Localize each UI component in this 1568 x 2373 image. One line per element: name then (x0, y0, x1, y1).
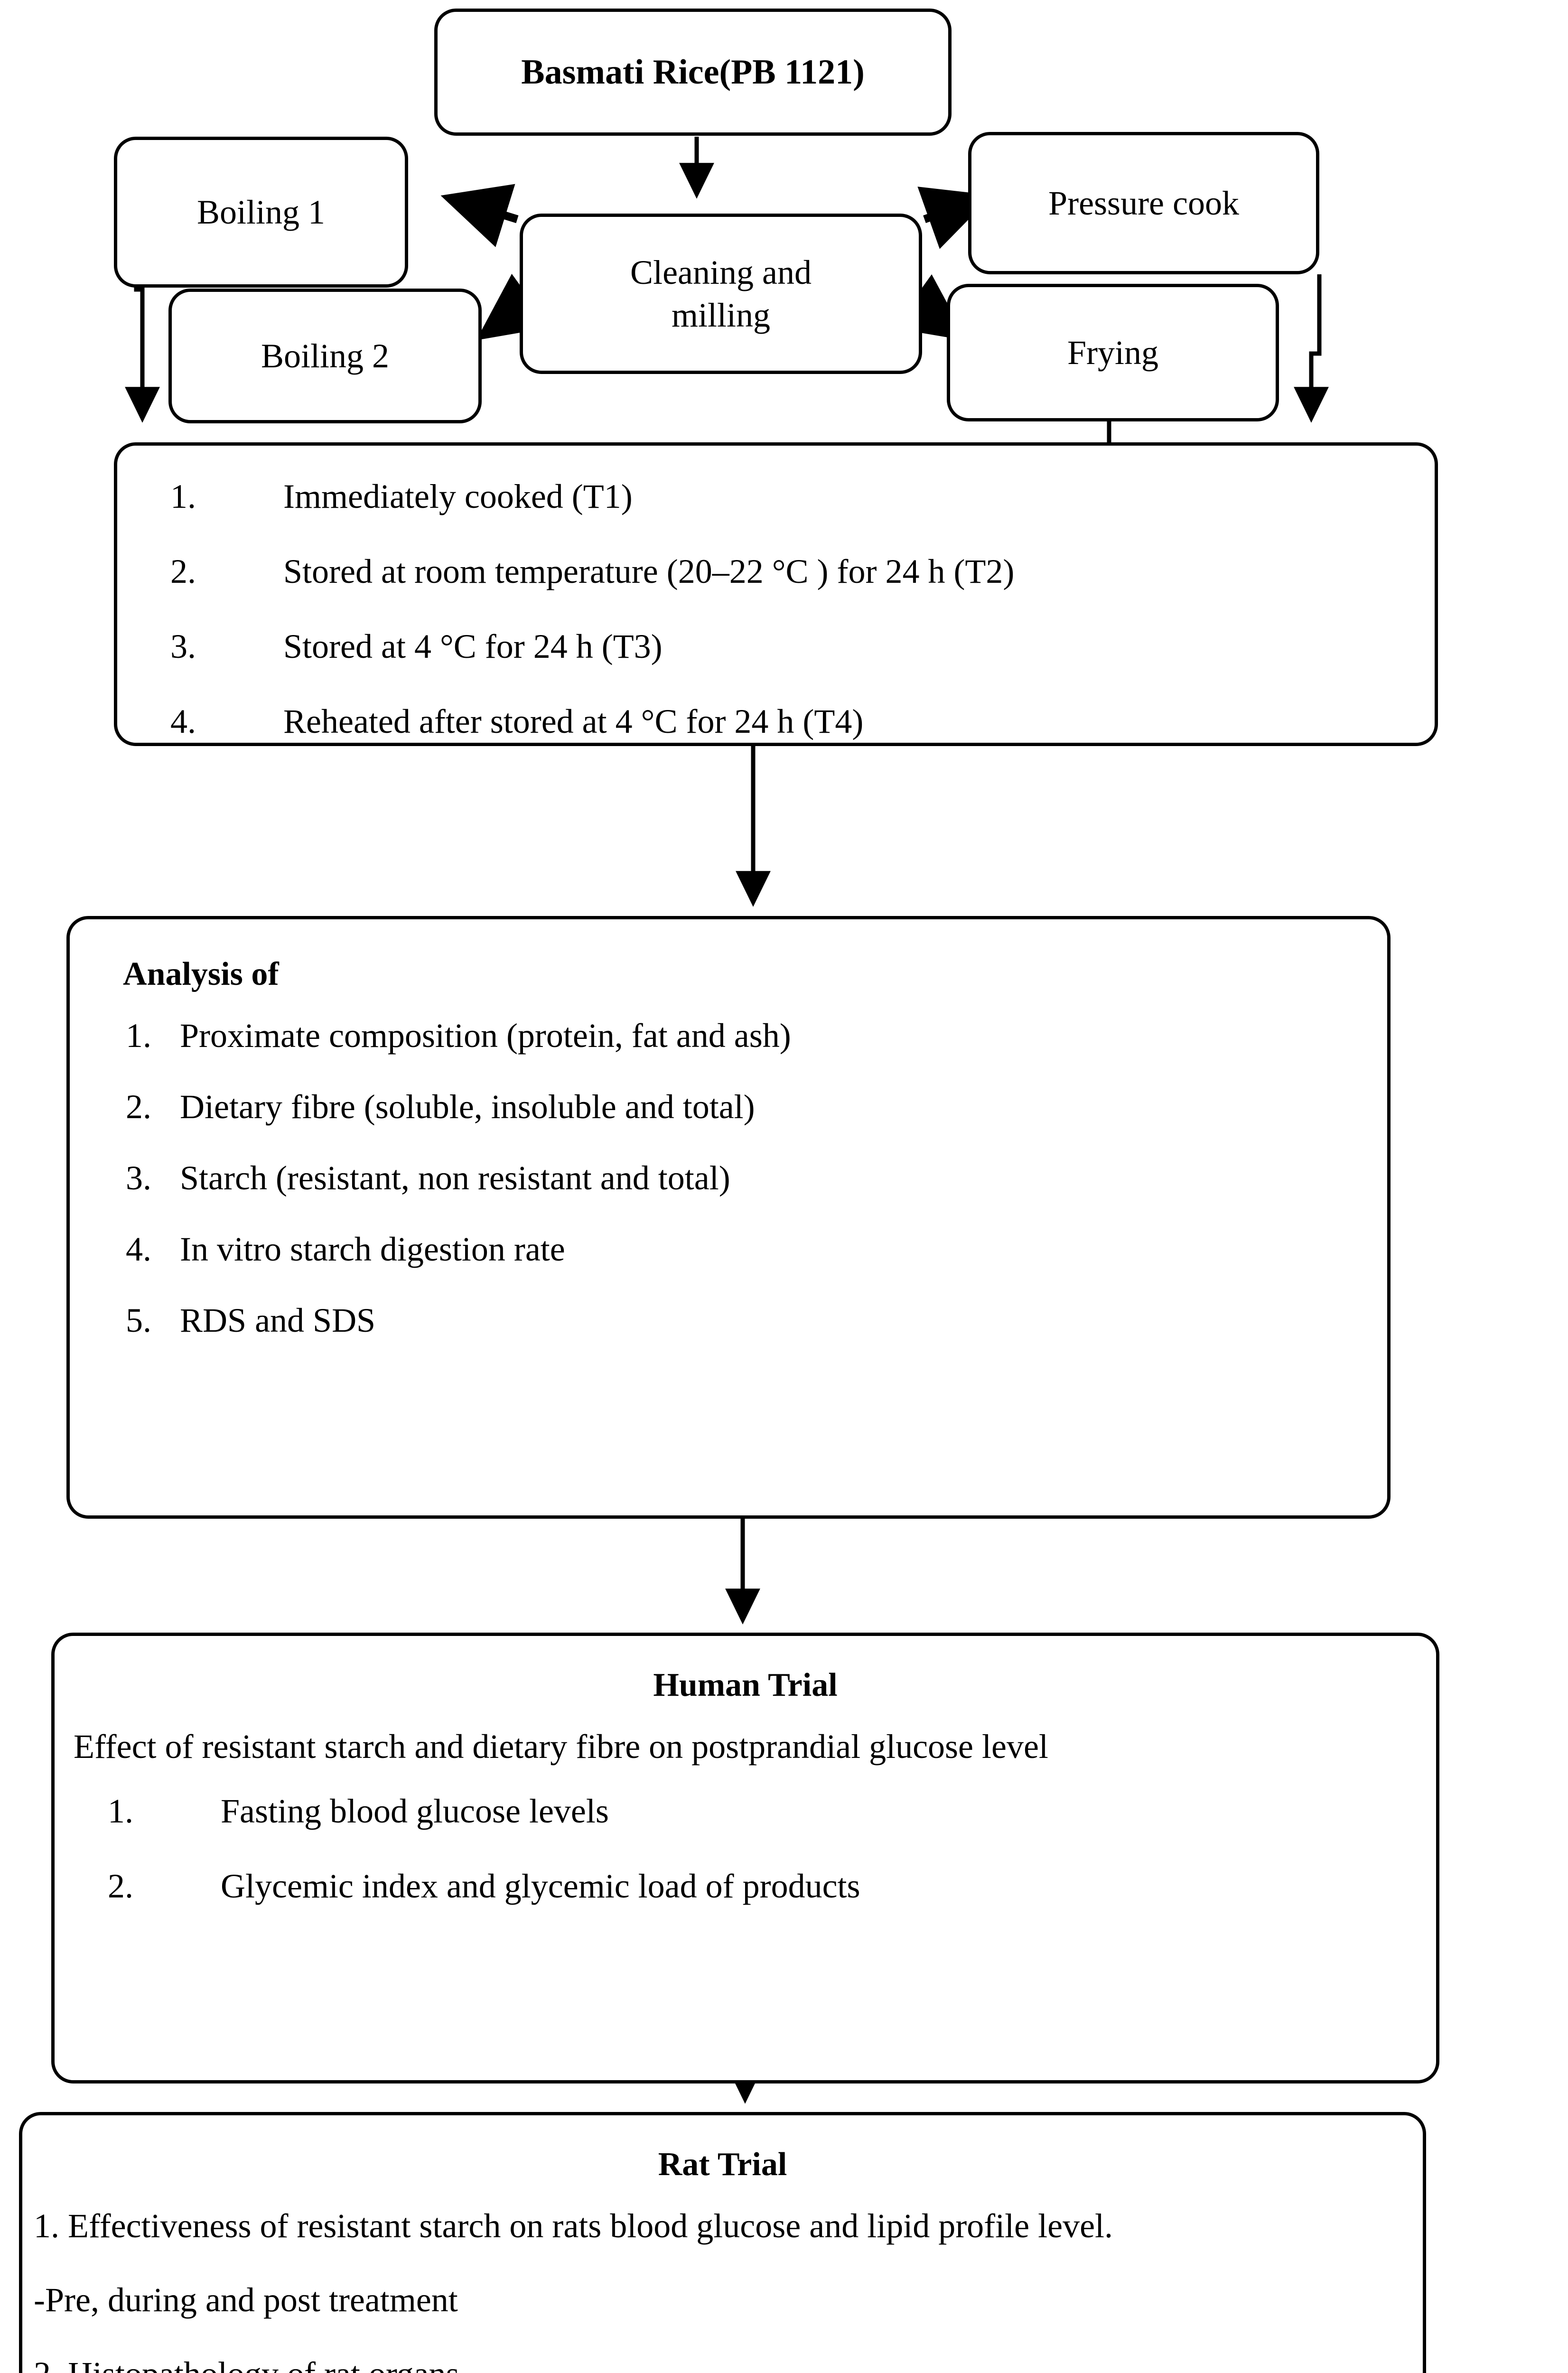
human-trial-heading: Human Trial (653, 1667, 838, 1703)
list-text: Immediately cooked (T1) (283, 477, 633, 515)
rat-trial-lines: 1. Effectiveness of resistant starch on … (22, 2205, 1423, 2373)
list-marker: 2. (126, 1087, 151, 1126)
panel-rat-trial[interactable]: Rat Trial 1. Effectiveness of resistant … (19, 2112, 1426, 2373)
node-boiling-1-label: Boiling 1 (196, 193, 326, 231)
list-text: Glycemic index and glycemic load of prod… (221, 1867, 860, 1905)
list-text: Fasting blood glucose levels (221, 1792, 609, 1830)
list-marker: 5. (126, 1301, 151, 1339)
list-item: 2. Glycemic index and glycemic load of p… (55, 1865, 1436, 1907)
list-text: In vitro starch digestion rate (180, 1230, 565, 1268)
node-pressure-cook[interactable]: Pressure cook (968, 132, 1319, 274)
list-item: 2. Stored at room temperature (20–22 °C … (117, 550, 1435, 593)
rat-trial-line: 2. Histopathology of rat organs (34, 2353, 1423, 2373)
list-item: 3. Stored at 4 °C for 24 h (T3) (117, 625, 1435, 668)
list-text: Dietary fibre (soluble, insoluble and to… (180, 1087, 755, 1126)
list-item: 4. Reheated after stored at 4 °C for 24 … (117, 700, 1435, 743)
panel-human-trial[interactable]: Human Trial Effect of resistant starch a… (51, 1633, 1439, 2083)
list-marker: 1. (170, 477, 196, 515)
treatments-list: 1. Immediately cooked (T1) 2. Stored at … (117, 475, 1435, 743)
analysis-list: 1. Proximate composition (protein, fat a… (70, 1014, 1387, 1342)
list-item: 3. Starch (resistant, non resistant and … (70, 1157, 1387, 1199)
list-item: 1. Fasting blood glucose levels (55, 1790, 1436, 1832)
list-text: Stored at room temperature (20–22 °C ) f… (283, 552, 1015, 590)
node-cleaning-and-milling-label: Cleaning and milling (630, 253, 812, 334)
list-item: 1. Proximate composition (protein, fat a… (70, 1014, 1387, 1057)
node-boiling-2-label: Boiling 2 (261, 337, 390, 375)
node-basmati-rice-label: Basmati Rice(PB 1121) (521, 52, 865, 92)
list-marker: 3. (170, 627, 196, 665)
human-trial-list: 1. Fasting blood glucose levels 2. Glyce… (55, 1790, 1436, 1907)
node-basmati-rice[interactable]: Basmati Rice(PB 1121) (434, 9, 952, 136)
list-item: 1. Immediately cooked (T1) (117, 475, 1435, 518)
list-text: Stored at 4 °C for 24 h (T3) (283, 627, 663, 665)
rat-trial-line: -Pre, during and post treatment (34, 2280, 458, 2319)
node-boiling-1[interactable]: Boiling 1 (114, 137, 408, 288)
rat-trial-line: 1. Effectiveness of resistant starch on … (34, 2206, 1113, 2245)
analysis-heading: Analysis of (123, 956, 279, 992)
list-marker: 2. (108, 1867, 133, 1905)
list-marker: 4. (126, 1230, 151, 1268)
list-text: RDS and SDS (180, 1301, 376, 1339)
list-text: Starch (resistant, non resistant and tot… (180, 1158, 730, 1197)
human-trial-lead: Effect of resistant starch and dietary f… (74, 1727, 1048, 1766)
list-item: 4. In vitro starch digestion rate (70, 1228, 1387, 1271)
connector-pressure-cook-to-treatments (1294, 274, 1329, 423)
list-marker: 1. (126, 1016, 151, 1055)
node-frying[interactable]: Frying (947, 284, 1279, 421)
list-text: Reheated after stored at 4 °C for 24 h (… (283, 702, 864, 740)
rat-trial-heading: Rat Trial (658, 2146, 787, 2183)
panel-treatments[interactable]: 1. Immediately cooked (T1) 2. Stored at … (114, 442, 1438, 746)
node-pressure-cook-label: Pressure cook (1048, 184, 1239, 222)
list-marker: 2. (170, 552, 196, 590)
list-item: 5. RDS and SDS (70, 1299, 1387, 1342)
node-boiling-2[interactable]: Boiling 2 (168, 289, 482, 423)
list-text: Proximate composition (protein, fat and … (180, 1016, 791, 1055)
list-marker: 1. (108, 1792, 133, 1830)
list-marker: 4. (170, 702, 196, 740)
panel-analysis[interactable]: Analysis of 1. Proximate composition (pr… (66, 916, 1391, 1519)
list-marker: 3. (126, 1158, 151, 1197)
arrow-cleaning-to-boiling1 (440, 184, 519, 247)
node-frying-label: Frying (1067, 334, 1159, 372)
list-item: 2. Dietary fibre (soluble, insoluble and… (70, 1085, 1387, 1128)
node-cleaning-and-milling[interactable]: Cleaning and milling (520, 214, 922, 374)
